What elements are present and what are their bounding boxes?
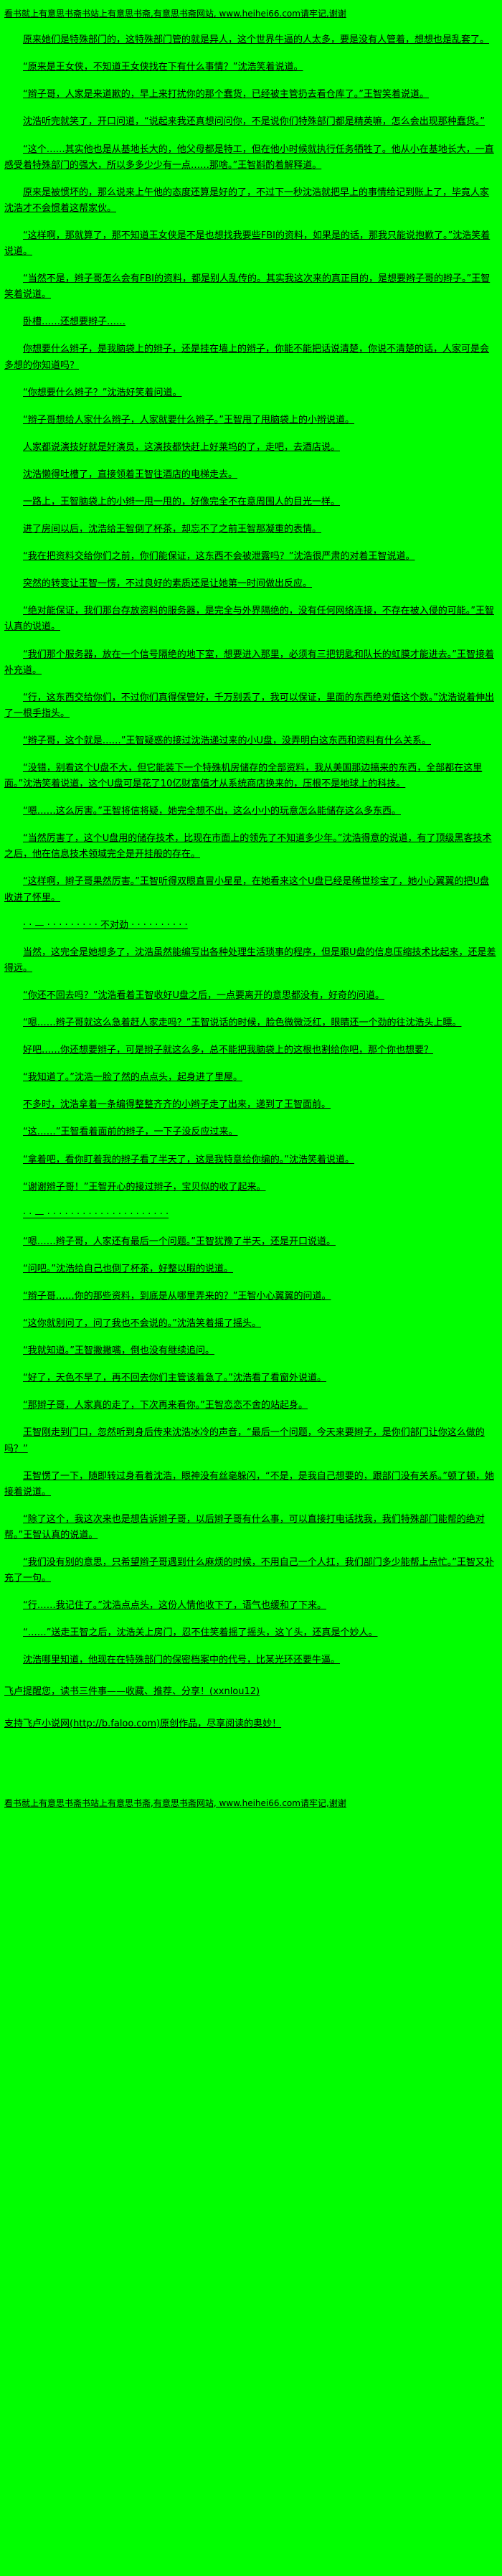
novel-paragraph: “没错，别看这个U盘不大，但它能装下一个特殊机房储存的全部资料，我从美国那边搞来… [4, 763, 483, 790]
novel-paragraph: “这你就别问了，问了我也不会说的。”沈浩笑着摇了摇头。 [23, 1318, 261, 1330]
novel-paragraph: “这样啊，辫子哥果然厉害。”王智听得双眼直冒小星星，在她看来这个U盘已经是稀世珍… [4, 876, 490, 903]
novel-paragraph: 人家都说演技好就是好演员，这演技都快赶上好莱坞的了，走吧，去酒店说。 [23, 441, 341, 453]
novel-paragraph: “你还不回去吗？”沈浩看着王智收好U盘之后，一点要离开的意思都没有，好奇的问道。 [23, 989, 384, 1001]
novel-paragraph: 沈浩听完就笑了，开口问道，“说起来我还真想问问你，不是说你们特殊部门都是精英嘛，… [23, 116, 485, 128]
novel-paragraph: “行，这东西交给你们，不过你们真得保管好，千万别丢了，我可以保证，里面的东西绝对… [4, 692, 494, 719]
site-banner-bottom: 看书就上有意思书斋书站上有意思书斋,有意思书斋网站, www.heihei66.… [4, 1797, 346, 1808]
novel-paragraph: “原来是王女侠，不知道王女侠找在下有什么事情？”沈浩笑着说道。 [23, 62, 303, 73]
novel-paragraph: “谢谢辫子哥！”王智开心的接过辫子，宝贝似的收了起来。 [23, 1181, 266, 1193]
promo-line: 支持飞卢小说网(http://b.faloo.com)原创作品，尽享阅读的奥妙！ [4, 1718, 282, 1729]
novel-paragraph: “这样啊，那就算了，那不知道王女侠是不是也想找我要些FBI的资料，如果是的话，那… [4, 230, 491, 258]
novel-paragraph: 不多时，沈浩拿着一条编得整整齐齐的小辫子走了出来，递到了王智面前。 [23, 1099, 331, 1111]
novel-paragraph: 王智愣了一下，随即转过身看着沈浩，眼神没有丝毫躲闪，“不是，是我自己想要的，跟部… [4, 1470, 494, 1498]
novel-body: 原来她们是特殊部门的，这特殊部门管的就是异人，这个世界牛逼的人太多，要是没有人管… [4, 32, 498, 1668]
novel-paragraph: “那辫子哥，人家真的走了，下次再来看你。”王智恋恋不舍的站起身。 [23, 1400, 308, 1411]
novel-paragraph: “拿着吧，看你盯着我的辫子看了半天了，这是我特意给你编的。”沈浩笑着说道。 [23, 1154, 354, 1165]
novel-paragraph: 沈浩懒得吐槽了，直接领着王智往酒店的电梯走去。 [23, 469, 238, 480]
novel-paragraph: 原来是被惯坏的，那么说来上午他的态度还算是好的了，不过下一秒沈浩就把早上的事情给… [4, 187, 490, 214]
novel-paragraph: “辫子哥……你的那些资料，到底是从哪里弄来的？”王智小心翼翼的问道。 [23, 1290, 331, 1302]
novel-paragraph: “我就知道。”王智撇撇嘴，倒也没有继续追问。 [23, 1345, 214, 1357]
novel-paragraph: “辫子哥，这个就是……”王智疑惑的接过沈浩递过来的小U盘，没弄明白这东西和资料有… [23, 735, 431, 746]
novel-paragraph: “绝对能保证，我们那台存放资料的服务器，是完全与外界隔绝的，没有任何网络连接，不… [4, 606, 494, 633]
promo-line: 飞卢提醒您，读书三件事——收藏、推荐、分享！(xxnlou12) [4, 1686, 260, 1698]
novel-paragraph: “……”送走王智之后，沈浩关上房门，忍不住笑着摇了摇头，这丫头，还真是个妙人。 [23, 1627, 378, 1639]
novel-paragraph: “嗯……辫子哥就这么急着赶人家走吗？”王智说话的时候，脸色微微泛红，眼睛还一个劲… [23, 1017, 462, 1029]
promo-block: 飞卢提醒您，读书三件事——收藏、推荐、分享！(xxnlou12) 支持飞卢小说网… [4, 1684, 498, 1731]
novel-paragraph: “我们那个服务器，放在一个信号隔绝的地下室，想要进入那里，必须有三把钥匙和队长的… [4, 649, 494, 676]
novel-paragraph: “嗯……这么厉害。”王智将信将疑，她完全想不出，这么小小的玩意怎么能储存这么多东… [23, 806, 401, 817]
novel-paragraph: 一路上，王智脑袋上的小辫一甩一甩的，好像完全不在意周围人的目光一样。 [23, 496, 341, 507]
novel-paragraph: 当然，这完全是她想多了，沈浩虽然能编写出各种处理生活琐事的程序，但是跟U盘的信息… [4, 946, 496, 974]
novel-paragraph: “这个……其实他也是从基地长大的，他父母都是特工，但在他小时候就执行任务牺牲了。… [4, 144, 494, 171]
novel-paragraph: 沈浩哪里知道，他现在在特殊部门的保密档案中的代号，比某光环还要牛逼。 [23, 1655, 341, 1666]
novel-paragraph: 王智刚走到门口，忽然听到身后传来沈浩冰冷的声音，“最后一个问题，今天来要辫子，是… [4, 1427, 485, 1454]
novel-paragraph: 好吧……你还想要辫子，可是辫子就这么多，总不能把我脑袋上的这根也割给你吧，那个你… [23, 1045, 434, 1056]
novel-paragraph: 你想要什么辫子，是我脑袋上的辫子，还是挂在墙上的辫子，你能不能把话说清楚，你说不… [4, 344, 490, 371]
novel-paragraph: “行……我记住了。”沈浩点点头，这份人情他收下了，语气也缓和了下来。 [23, 1600, 326, 1612]
novel-paragraph: “辫子哥想给人家什么辫子，人家就要什么辫子。”王智甩了甩脑袋上的小辫说道。 [23, 414, 354, 426]
novel-paragraph: · · — · · · · · · · · · · · · · · · · · … [23, 1208, 169, 1220]
novel-paragraph: “嗯……辫子哥，人家还有最后一个问题。”王智犹豫了半天，还是开口说道。 [23, 1236, 336, 1247]
novel-paragraph: “我在把资料交给你们之前，你们能保证，这东西不会被泄露吗？”沈浩很严肃的对着王智… [23, 551, 415, 563]
novel-paragraph: “辫子哥，人家是来道歉的，早上来打扰你的那个蠢货，已经被主管扔去看仓库了。”王智… [23, 89, 429, 100]
novel-paragraph: · · — · · · · · · · · · 不对劲 · · · · · · … [23, 919, 188, 931]
novel-paragraph: “我们没有别的意思，只希望辫子哥遇到什么麻烦的时候，不用自己一个人扛，我们部门多… [4, 1557, 494, 1584]
novel-paragraph: “这……”王智看着面前的辫子，一下子没反应过来。 [23, 1127, 238, 1138]
novel-paragraph: 进了房间以后，沈浩给王智倒了杯茶，却忘不了之前王智那凝重的表情。 [23, 524, 322, 535]
novel-paragraph: “当然厉害了，这个U盘用的储存技术，比现在市面上的领先了不知道多少年。”沈浩得意… [4, 833, 492, 860]
novel-paragraph: “我知道了。”沈浩一脸了然的点点头，起身进了里屋。 [23, 1072, 242, 1083]
novel-paragraph: “问吧。”沈浩给自己也倒了杯茶，好整以暇的说道。 [23, 1263, 233, 1274]
novel-paragraph: 原来她们是特殊部门的，这特殊部门管的就是异人，这个世界牛逼的人太多，要是没有人管… [23, 34, 490, 46]
novel-paragraph: “好了，天色不早了，再不回去你们主管该着急了。”沈浩看了看窗外说道。 [23, 1373, 326, 1384]
site-banner-top: 看书就上有意思书斋书站上有意思书斋,有意思书斋网站, www.heihei66.… [4, 9, 346, 19]
novel-paragraph: “除了这个，我这次来也是想告诉辫子哥，以后辫子哥有什么事，可以直接打电话找我，我… [4, 1513, 485, 1541]
novel-paragraph: 突然的转变让王智一愣，不过良好的素质还是让她第一时间做出反应。 [23, 578, 313, 590]
novel-paragraph: 卧槽……还想要辫子…… [23, 316, 126, 328]
novel-paragraph: “当然不是，辫子哥怎么会有FBI的资料，都是别人乱传的。其实我这次来的真正目的，… [4, 273, 491, 301]
novel-paragraph: “你想要什么辫子？”沈浩好笑着问道。 [23, 387, 182, 398]
